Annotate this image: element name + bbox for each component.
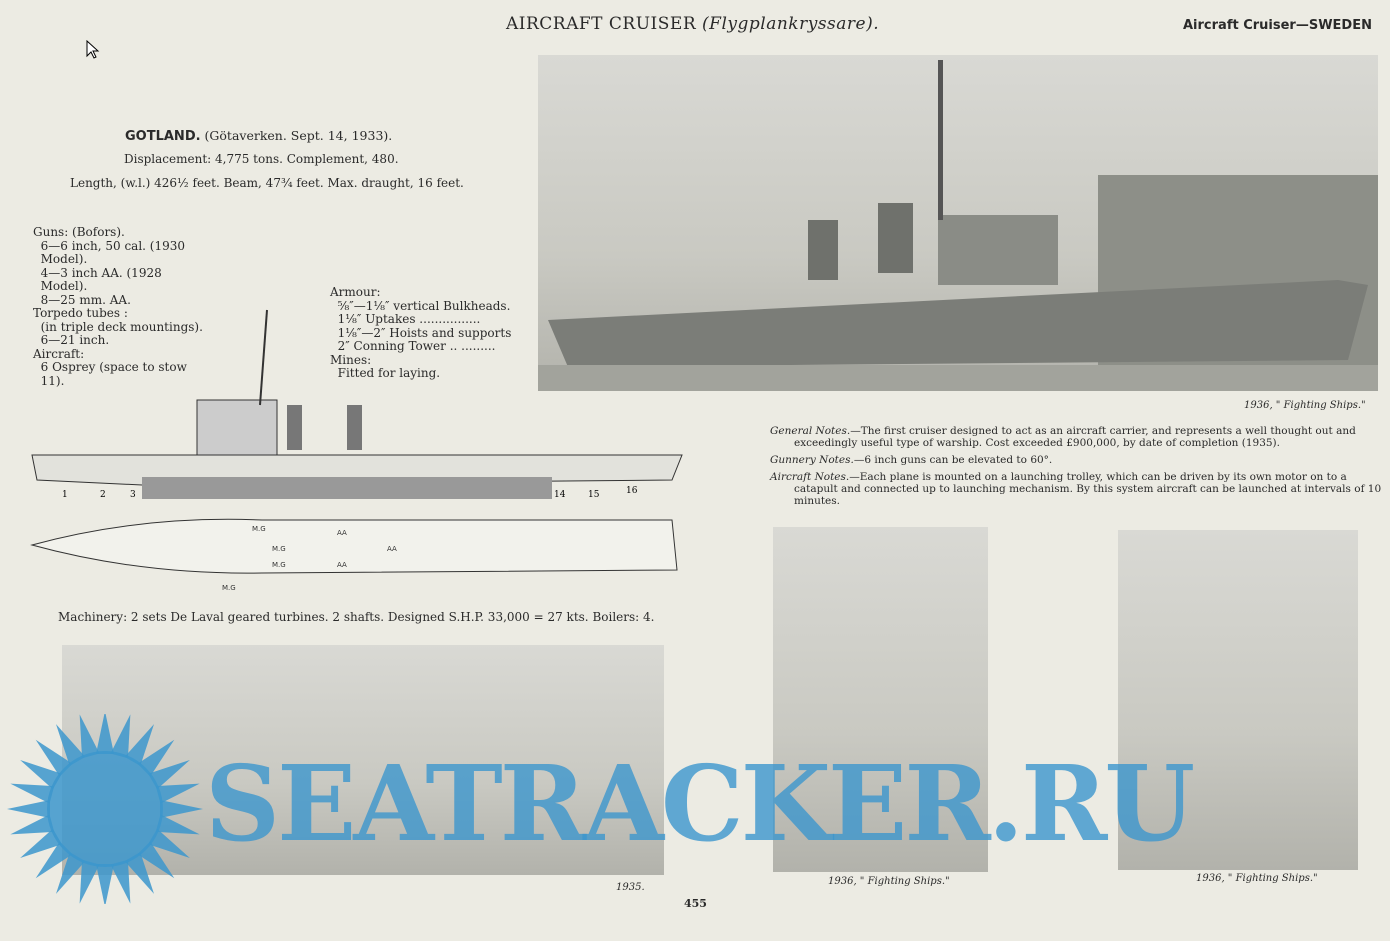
armour-item: ⅝″—1⅛″ vertical Bulkheads. bbox=[330, 298, 511, 313]
bottom-mid-caption: 1936, " Fighting Ships." bbox=[828, 876, 950, 887]
header-right: Aircraft Cruiser—SWEDEN bbox=[1183, 18, 1372, 33]
main-photo-caption: 1936, " Fighting Ships." bbox=[1244, 400, 1366, 411]
sun-ray bbox=[148, 828, 190, 858]
sun-ray bbox=[79, 859, 100, 904]
sun-ray bbox=[10, 783, 55, 804]
sun-ray bbox=[124, 852, 154, 894]
sun-ray bbox=[96, 714, 114, 754]
armament-item: 6 Osprey (space to stow bbox=[33, 360, 187, 374]
armament-item: (in triple deck mountings). bbox=[33, 319, 203, 334]
sun-ray bbox=[137, 841, 175, 879]
diagram-label: 15 bbox=[588, 490, 600, 500]
main-ship-photo bbox=[538, 55, 1378, 391]
armament-item: Model). bbox=[33, 279, 88, 293]
armament-item: 4—3 inch AA. (1928 bbox=[33, 265, 162, 280]
ship-name: GOTLAND. bbox=[125, 129, 201, 144]
armament-item: Model). bbox=[33, 252, 88, 266]
deck-label-aa: AA bbox=[387, 545, 397, 553]
sun-ray bbox=[35, 841, 73, 879]
diagram-label: 2 bbox=[100, 490, 106, 500]
note-text: —6 inch guns can be elevated to 60°. bbox=[853, 454, 1053, 466]
note-label: Aircraft Notes. bbox=[770, 471, 850, 483]
armament-item: 6—6 inch, 50 cal. (1930 bbox=[33, 238, 186, 253]
note-paragraph: Aircraft Notes.—Each plane is mounted on… bbox=[770, 471, 1390, 507]
diagram-label: 1 bbox=[62, 490, 68, 500]
armament-item: Aircraft: bbox=[33, 346, 85, 361]
deck-label-aa: AA bbox=[337, 529, 347, 537]
note-paragraph: Gunnery Notes.—6 inch guns can be elevat… bbox=[770, 454, 1390, 466]
page-header: AIRCRAFT CRUISER (Flygplankryssare). bbox=[506, 14, 879, 34]
sun-logo-icon bbox=[7, 714, 203, 904]
deck-label-mg: M.G bbox=[272, 561, 286, 569]
note-label: General Notes. bbox=[770, 425, 851, 437]
machinery-line: Machinery: 2 sets De Laval geared turbin… bbox=[58, 610, 655, 624]
notes-section: General Notes.—The first cruiser designe… bbox=[770, 425, 1390, 512]
bow-photo-1 bbox=[773, 527, 988, 872]
ship-silhouette bbox=[538, 60, 1378, 391]
note-label: Gunnery Notes. bbox=[770, 454, 854, 466]
header-title: AIRCRAFT CRUISER bbox=[506, 14, 697, 34]
armament-item: Guns: (Bofors). bbox=[33, 225, 125, 239]
armour-item: Armour: bbox=[330, 285, 381, 299]
watermark: SEATRACKER.RU bbox=[205, 742, 1195, 865]
sun-ray bbox=[124, 724, 154, 766]
deck-label-mg: M.G bbox=[252, 525, 266, 533]
sun-ray bbox=[56, 724, 86, 766]
diagram-label: 14 bbox=[554, 490, 566, 500]
armour-item: 1⅛″—2″ Hoists and supports bbox=[330, 325, 512, 340]
armament-item: 8—25 mm. AA. bbox=[33, 292, 131, 307]
deck-label-mg: M.G bbox=[222, 584, 236, 592]
ship-title: GOTLAND. (Götaverken. Sept. 14, 1933). bbox=[125, 128, 392, 144]
sun-ray bbox=[20, 760, 62, 790]
sun-ray bbox=[155, 783, 200, 804]
note-paragraph: General Notes.—The first cruiser designe… bbox=[770, 425, 1390, 449]
sun-ray bbox=[96, 864, 114, 904]
header-subtitle: (Flygplankryssare). bbox=[702, 14, 880, 34]
sun-ray bbox=[160, 800, 203, 818]
sun-ray bbox=[7, 800, 50, 818]
bottom-left-caption: 1935. bbox=[616, 882, 645, 893]
deck-label-mg: M.G bbox=[272, 545, 286, 553]
ship-diagram: 1 2 3 14 15 16 M.G M.G M.G M.G AA AA AA bbox=[30, 309, 683, 592]
note-text: —The first cruiser designed to act as an… bbox=[794, 425, 1356, 449]
armour-item: 2″ Conning Tower .. ......... bbox=[330, 339, 496, 353]
armour-list: Armour: ⅝″—1⅛″ vertical Bulkheads. 1⅛″ U… bbox=[330, 285, 512, 381]
diagram-label: 3 bbox=[130, 490, 136, 500]
sun-ray bbox=[148, 760, 190, 790]
sun-ray bbox=[56, 852, 86, 894]
bow-photo-2 bbox=[1118, 530, 1358, 870]
sun-ray bbox=[79, 714, 100, 759]
dimensions-line: Length, (w.l.) 426½ feet. Beam, 47¾ feet… bbox=[70, 176, 464, 190]
armament-item: 11). bbox=[33, 373, 65, 388]
sun-ray bbox=[20, 828, 62, 858]
sun-ray bbox=[137, 739, 175, 777]
sun-ray bbox=[10, 814, 55, 835]
deck-label-aa: AA bbox=[337, 561, 347, 569]
cursor-icon bbox=[86, 40, 100, 59]
bottom-right-caption: 1936, " Fighting Ships." bbox=[1196, 873, 1318, 884]
diagram-label: 16 bbox=[626, 486, 638, 496]
page-number: 455 bbox=[684, 897, 707, 910]
armament-item: 6—21 inch. bbox=[33, 333, 110, 347]
sun-ray bbox=[35, 739, 73, 777]
armour-item: 1⅛″ Uptakes ................ bbox=[330, 312, 481, 326]
sun-ray bbox=[155, 814, 200, 835]
sun-ray bbox=[110, 714, 131, 759]
displacement-line: Displacement: 4,775 tons. Complement, 48… bbox=[124, 152, 399, 166]
armament-item: Torpedo tubes : bbox=[33, 306, 128, 320]
armour-item: Fitted for laying. bbox=[330, 366, 441, 380]
armament-list: Guns: (Bofors). 6—6 inch, 50 cal. (1930 … bbox=[33, 225, 203, 388]
armour-item: Mines: bbox=[330, 352, 372, 367]
note-text: —Each plane is mounted on a launching tr… bbox=[794, 471, 1382, 507]
sun-ray bbox=[110, 859, 131, 904]
ship-builder: (Götaverken. Sept. 14, 1933). bbox=[204, 128, 393, 143]
